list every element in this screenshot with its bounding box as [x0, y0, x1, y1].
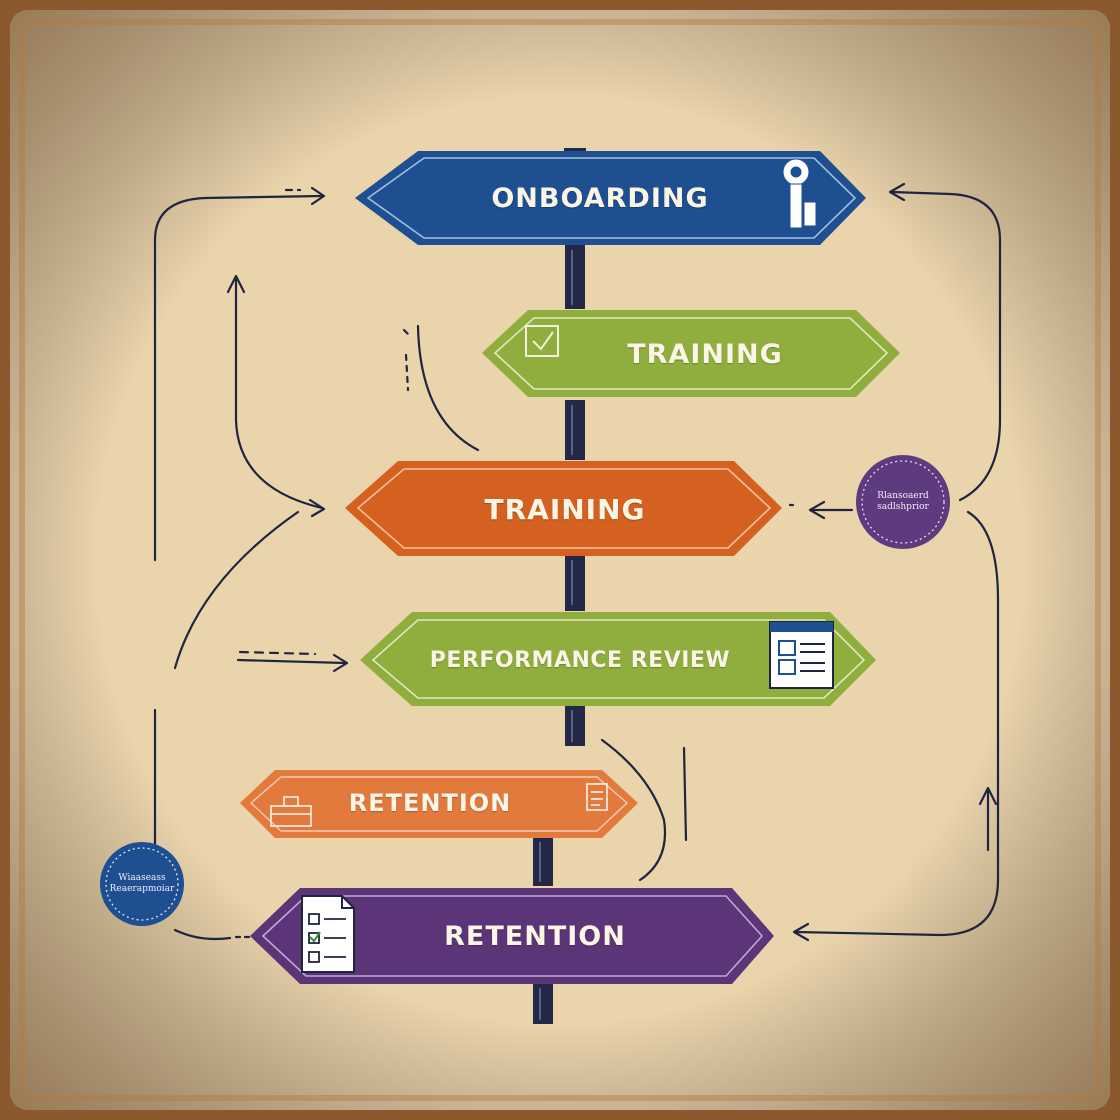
badge-right — [856, 455, 950, 549]
right-badge-arrowhead — [808, 500, 826, 520]
training-top-label: TRAINING — [627, 338, 783, 370]
training-middle-sign[interactable] — [345, 461, 782, 556]
performance-down-curve — [600, 738, 666, 882]
paper-edge — [19, 19, 1101, 1101]
mid-curve-arrow — [416, 324, 480, 452]
clipboard-icon — [586, 783, 608, 811]
left-loop-arrow — [153, 194, 324, 562]
performance-entry-arrow — [236, 658, 347, 665]
right-top-arrowhead — [888, 182, 906, 202]
left-inner-arrowhead-up — [226, 274, 246, 294]
pole-highlights — [539, 250, 573, 1020]
briefcase-icon — [270, 796, 312, 827]
mid-curve-dash — [402, 328, 412, 392]
retention-small-label: RETENTION — [348, 789, 512, 817]
badge-right-line2: sadlshprior — [877, 502, 929, 512]
checklist-document-icon — [301, 895, 355, 973]
right-up-arrowhead — [978, 786, 998, 806]
left-inner-arrowhead-right — [308, 498, 326, 518]
retention-small-sign[interactable] — [240, 770, 638, 838]
badge-left-text: Wiaaseass Reaerapmoiar — [104, 864, 180, 904]
badge-left-line2: Reaerapmoiar — [109, 884, 175, 894]
performance-entry-dash — [238, 650, 317, 656]
badge-left-line1: Wiaaseass — [118, 873, 166, 883]
onboarding-sign[interactable] — [355, 151, 866, 245]
training-top-sign[interactable] — [482, 310, 900, 397]
right-bottom-loop — [794, 510, 1000, 937]
left-sweep-arrow — [173, 510, 300, 670]
retention-left-arrow — [173, 928, 232, 941]
checkbox-icon — [525, 325, 559, 357]
performance-down-line — [682, 746, 688, 842]
right-bottom-arrowhead — [792, 922, 810, 942]
badge-right-text: Rlansoaerd sadlshprior — [861, 482, 945, 522]
retention-bottom-label: RETENTION — [444, 920, 626, 952]
onboarding-label: ONBOARDING — [491, 182, 709, 214]
left-inner-arrow — [234, 278, 324, 510]
left-loop-arrowhead — [310, 186, 326, 206]
performance-entry-arrowhead — [332, 653, 349, 673]
document-window-icon — [769, 621, 834, 689]
performance-review-label: PERFORMANCE REVIEW — [429, 647, 731, 673]
badge-left — [100, 842, 184, 926]
performance-review-sign[interactable] — [360, 612, 876, 706]
flow-arrows — [153, 182, 1002, 942]
training-middle-label: TRAINING — [484, 492, 646, 526]
badge-right-line1: Rlansoaerd — [877, 491, 929, 501]
right-top-loop — [890, 190, 1002, 502]
key-icon — [782, 158, 817, 229]
